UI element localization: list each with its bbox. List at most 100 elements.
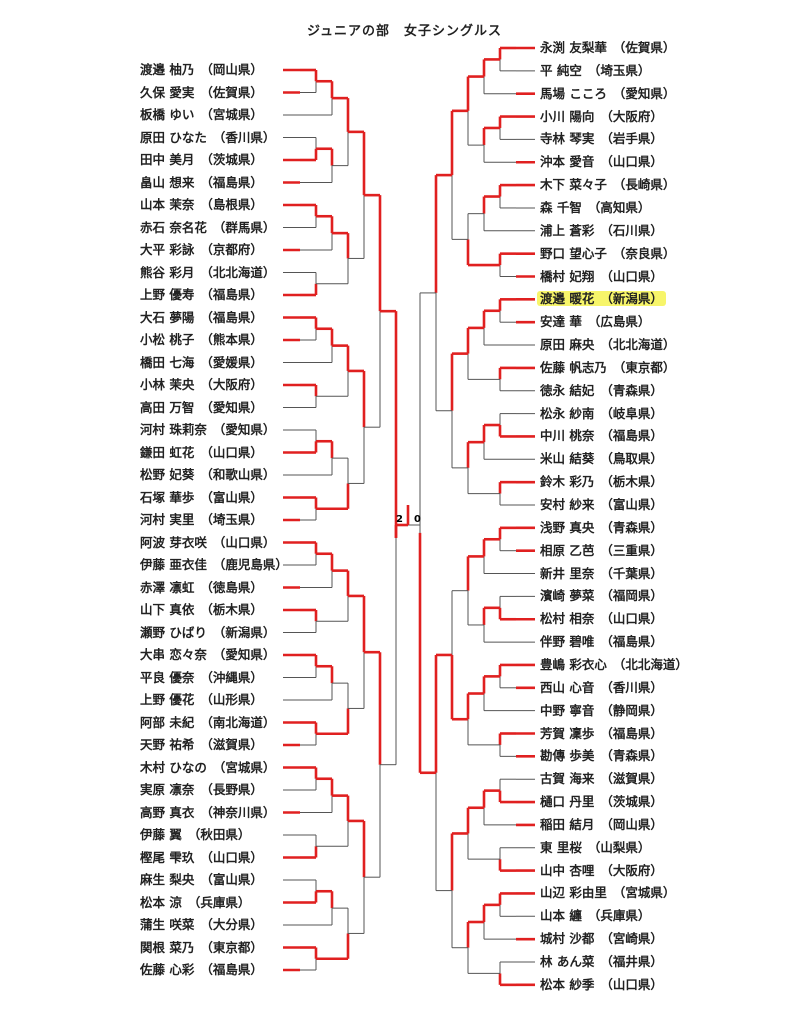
player-text: 勘傳 歩美（青森県） <box>540 748 663 763</box>
player-name: 上野 優寿 <box>140 287 195 302</box>
player-name: 熊谷 彩月 <box>140 264 195 280</box>
player-entry: 新井 里奈（千葉県） <box>540 565 663 583</box>
player-name: 山本 茉奈 <box>140 197 195 212</box>
player-name: 山下 真依 <box>140 602 195 617</box>
player-prefecture: （埼玉県） <box>200 512 263 527</box>
player-prefecture: （山口県） <box>600 976 663 992</box>
player-text: 森 千智（高知県） <box>540 200 650 215</box>
player-prefecture: （山口県） <box>600 268 663 284</box>
player-entry: 実原 凛奈（長野県） <box>140 781 263 799</box>
player-prefecture: （島根県） <box>200 197 263 212</box>
player-prefecture: （青森県） <box>600 748 663 764</box>
player-entry: 天野 祐希（滋賀県） <box>140 736 263 754</box>
player-prefecture: （奈良県） <box>612 245 676 261</box>
player-entry: 古賀 海来（滋賀県） <box>540 770 663 788</box>
player-name: 高田 万智 <box>140 399 195 415</box>
player-name: 平 純空 <box>540 62 582 78</box>
player-prefecture: （福岡県） <box>600 588 663 604</box>
player-entry: 板橋 ゆい（宮城県） <box>140 106 263 124</box>
player-prefecture: （山口県） <box>212 534 276 550</box>
player-text: 阿部 未紀 （南北海道） <box>140 715 275 730</box>
player-name: 寺林 琴実 <box>540 131 595 147</box>
player-entry: 永渕 友梨華（佐賀県） <box>540 39 675 57</box>
player-text: 小林 茉央（大阪府） <box>140 377 263 392</box>
player-prefecture: （兵庫県） <box>587 908 651 924</box>
player-entry: 大石 夢陽（福島県） <box>140 309 263 327</box>
player-text: 実原 凛奈（長野県） <box>140 782 263 797</box>
player-entry: 稲田 結月（岡山県） <box>540 816 663 834</box>
player-entry: 勘傳 歩美（青森県） <box>540 747 663 765</box>
player-text: 沖本 愛音 （山口県） <box>540 154 663 169</box>
player-name: 樋口 丹里 <box>540 794 595 810</box>
player-entry: 鈴木 彩乃（栃木県） <box>540 473 663 491</box>
player-prefecture: （山梨県） <box>587 839 651 855</box>
player-entry: 大平 彩詠（京都府） <box>140 241 263 259</box>
player-name: 久保 愛実 <box>140 84 195 100</box>
player-name: 伴野 碧唯 <box>540 634 595 650</box>
player-entry: 伴野 碧唯（福島県） <box>540 633 663 651</box>
player-name: 蒲生 咲菜 <box>140 917 195 932</box>
player-entry: 渡邉 柚乃（岡山県） <box>140 61 263 79</box>
player-name: 高野 真衣 <box>140 804 195 820</box>
player-text: 松野 妃葵（和歌山県） <box>140 467 275 482</box>
player-text: 板橋 ゆい（宮城県） <box>140 107 263 122</box>
player-name: 上野 優花 <box>140 692 195 707</box>
player-name: 実原 凛奈 <box>140 782 195 797</box>
player-entry: 伊藤 翼（秋田県） <box>140 826 250 844</box>
player-entry: 中野 寧音（静岡県） <box>540 702 663 720</box>
player-name: 安村 紗来 <box>540 497 595 512</box>
player-text: 米山 結葵（鳥取県） <box>540 451 663 466</box>
player-text: 伴野 碧唯（福島県） <box>540 634 663 649</box>
player-prefecture: （岐阜県） <box>600 405 663 421</box>
player-entry: 浅野 真央（青森県） <box>540 519 663 537</box>
player-prefecture: （広島県） <box>587 314 651 330</box>
player-entry: 城村 沙都（宮崎県） <box>540 930 663 948</box>
player-name: 阿部 未紀 <box>140 714 195 730</box>
highlighted-player: 渡邉 暖花（新潟県） <box>537 291 666 307</box>
player-entry: 阿波 芽衣咲（山口県） <box>140 534 275 552</box>
player-entry: 野口 望心子（奈良県） <box>540 245 675 263</box>
player-prefecture: （富山県） <box>200 489 263 505</box>
player-name: 小川 陽向 <box>540 108 595 124</box>
player-prefecture: （愛知県） <box>212 647 276 662</box>
player-prefecture: （岩手県） <box>600 131 663 147</box>
player-text: 稲田 結月（岡山県） <box>540 817 663 832</box>
player-prefecture: （愛知県） <box>200 399 263 415</box>
player-entry: 橋村 妃翔（山口県） <box>540 268 663 286</box>
player-prefecture: （山形県） <box>200 692 263 707</box>
player-entry: 松野 妃葵（和歌山県） <box>140 466 275 484</box>
player-prefecture: （宮城県） <box>200 107 263 122</box>
player-name: 河村 珠莉奈 <box>140 422 207 437</box>
player-prefecture: （南北海道） <box>200 714 276 730</box>
player-text: 永渕 友梨華（佐賀県） <box>540 40 675 55</box>
player-name: 徳永 結妃 <box>540 382 595 398</box>
player-prefecture: （京都府） <box>200 242 263 257</box>
player-prefecture: （栃木県） <box>200 602 263 617</box>
player-entry: 上野 優寿（福島県） <box>140 286 263 304</box>
player-entry: 佐藤 心彩（福島県） <box>140 961 263 979</box>
player-prefecture: （北北海道） <box>612 656 688 672</box>
player-text: 阿波 芽衣咲（山口県） <box>140 535 275 550</box>
player-name: 沖本 愛音 <box>540 154 595 170</box>
player-prefecture: （岡山県） <box>200 62 263 77</box>
player-text: 伊藤 亜衣佳（鹿児島県） <box>140 557 288 572</box>
player-prefecture: （静岡県） <box>600 702 663 718</box>
player-text: 河村 珠莉奈（愛知県） <box>140 422 275 437</box>
player-entry: 麻生 梨央（富山県） <box>140 871 263 889</box>
player-entry: 高野 真衣（神奈川県） <box>140 804 275 822</box>
player-name: 橋田 七海 <box>140 354 195 370</box>
player-entry: 松村 相奈（山口県） <box>540 610 663 628</box>
player-name: 鈴木 彩乃 <box>540 474 595 490</box>
player-entry: 佐藤 帆志乃（東京都） <box>540 359 675 377</box>
player-entry: 沖本 愛音 （山口県） <box>540 153 663 171</box>
player-prefecture: （山口県） <box>600 154 663 170</box>
player-text: 山下 真依 （栃木県） <box>140 602 263 617</box>
player-entry: 米山 結葵（鳥取県） <box>540 450 663 468</box>
player-entry: 河村 実里（埼玉県） <box>140 511 263 529</box>
player-prefecture: （宮崎県） <box>600 931 663 947</box>
player-prefecture: （兵庫県） <box>187 894 251 910</box>
player-entry: 山中 杏哩（大阪府） <box>540 862 663 880</box>
player-prefecture: （東京都） <box>612 359 676 375</box>
player-text: 佐藤 心彩（福島県） <box>140 962 263 977</box>
